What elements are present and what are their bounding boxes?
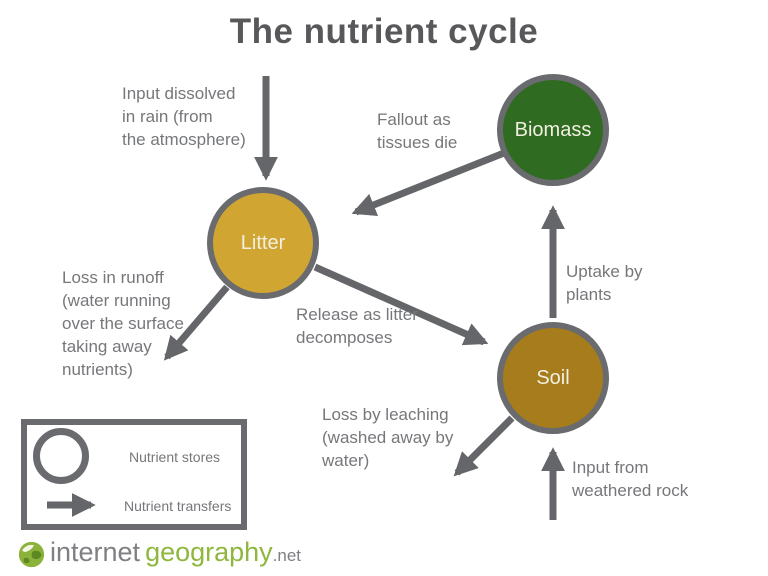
node-biomass: Biomass	[497, 74, 609, 186]
node-biomass-label: Biomass	[514, 118, 592, 141]
legend-store-icon	[33, 428, 89, 484]
arrow-release-litter-to-soil	[313, 263, 489, 346]
node-litter-label: Litter	[240, 231, 286, 254]
node-litter: Litter	[207, 187, 319, 299]
node-soil-label: Soil	[536, 366, 570, 389]
label-loss-leaching: Loss by leaching (washed away by water)	[322, 405, 454, 470]
label-loss-runoff: Loss in runoff (water running over the s…	[62, 268, 184, 379]
page-title: The nutrient cycle	[229, 12, 539, 51]
logo-word-net: .net	[272, 546, 302, 565]
label-input-rain: Input dissolved in rain (from the atmosp…	[122, 84, 246, 149]
label-input-weathered-rock: Input from weathered rock	[572, 458, 689, 500]
node-soil: Soil	[497, 322, 609, 434]
label-release-decomposes: Release as litter decomposes	[296, 305, 418, 347]
arrow-loss-runoff	[163, 284, 230, 361]
internet-geography-logo: internet geography .net	[18, 537, 301, 568]
legend-transfers-label: Nutrient transfers	[124, 498, 232, 514]
globe-icon	[18, 541, 45, 568]
label-fallout: Fallout as tissues die	[377, 110, 458, 152]
label-uptake-by-plants: Uptake by plants	[566, 262, 643, 304]
arrow-fallout-biomass-to-litter	[351, 149, 506, 217]
logo-word-geography: geography	[145, 537, 273, 567]
arrow-loss-leaching	[453, 415, 515, 477]
legend-box	[21, 419, 247, 530]
legend-stores-label: Nutrient stores	[129, 449, 221, 465]
logo-word-internet: internet	[50, 537, 141, 567]
